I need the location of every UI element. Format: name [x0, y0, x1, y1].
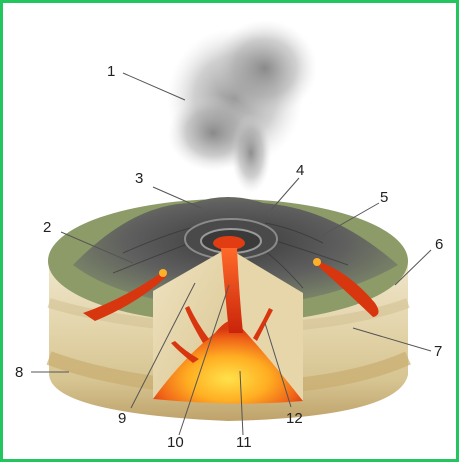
- label-10: 10: [167, 434, 184, 451]
- label-9: 9: [118, 410, 126, 427]
- label-11: 11: [236, 434, 252, 451]
- label-8: 8: [15, 364, 23, 381]
- label-3: 3: [135, 170, 143, 187]
- label-5: 5: [380, 189, 388, 206]
- crater-vent-lava: [213, 236, 245, 250]
- label-12: 12: [286, 410, 303, 427]
- label-4: 4: [296, 162, 304, 179]
- ash-cloud: [167, 20, 317, 193]
- label-7: 7: [434, 343, 442, 360]
- parasitic-vent-right: [313, 258, 321, 266]
- volcano-cross-section-diagram: 1 2 3 4 5 6 7 8 9 10 11 12: [3, 3, 456, 459]
- label-1: 1: [107, 63, 115, 80]
- parasitic-vent-left: [159, 269, 167, 277]
- label-2: 2: [43, 219, 51, 236]
- label-6: 6: [435, 236, 443, 253]
